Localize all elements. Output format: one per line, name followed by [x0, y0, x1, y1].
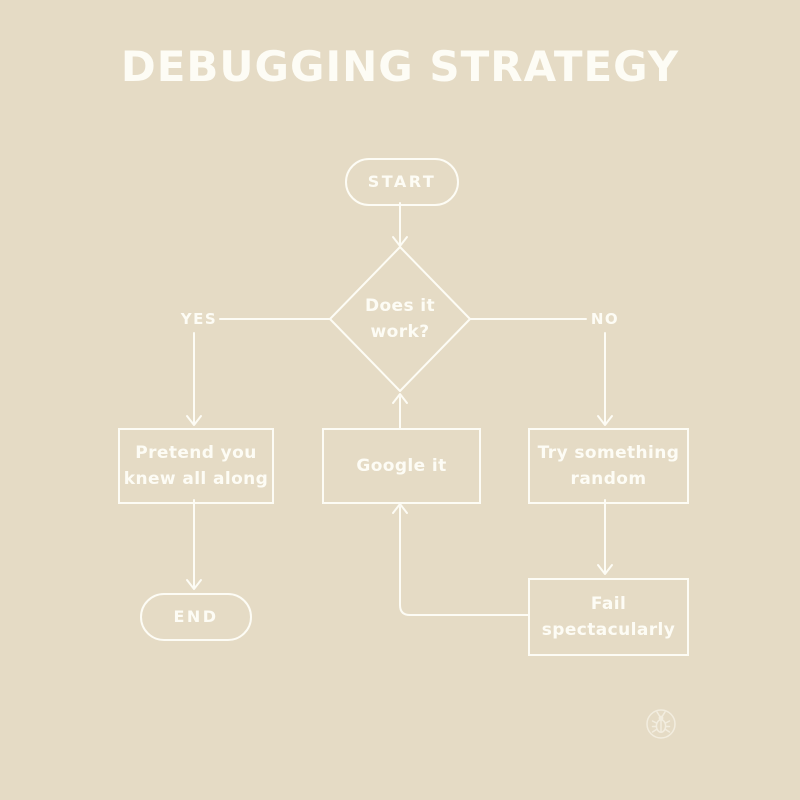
page-title: DEBUGGING STRATEGY: [120, 42, 680, 91]
edge-label-yes: YES: [180, 310, 218, 328]
edge-pretend-end: [186, 499, 202, 590]
decision-diamond-shape: [329, 246, 471, 392]
node-google: Google it: [322, 428, 481, 504]
edge-yes-pretend: [186, 332, 202, 426]
edge-google-decision: [392, 393, 408, 429]
node-decision-label: Does it: [364, 296, 436, 316]
node-end-label: END: [173, 607, 219, 626]
node-random-label: random: [570, 469, 647, 489]
node-decision-label: work?: [370, 322, 430, 342]
edge-random-fail: [597, 499, 613, 575]
node-google-label: Google it: [356, 456, 447, 476]
node-end: END: [140, 593, 252, 641]
edge-start-decision: [392, 202, 408, 247]
node-fail-label: spectacularly: [541, 620, 676, 640]
node-start: START: [345, 158, 459, 206]
bug-icon: [646, 709, 676, 739]
node-decision: Does it work?: [340, 291, 460, 347]
node-random-label: Try something: [537, 443, 680, 463]
edge-fail-google: [392, 503, 529, 616]
node-random: Try something random: [528, 428, 689, 504]
node-pretend: Pretend you knew all along: [118, 428, 274, 504]
node-fail: Fail spectacularly: [528, 578, 689, 656]
node-pretend-label: Pretend you: [135, 443, 257, 463]
node-fail-label: Fail: [590, 594, 627, 614]
node-start-label: START: [367, 172, 437, 191]
node-pretend-label: knew all along: [123, 469, 269, 489]
edge-no-random: [597, 332, 613, 426]
edge-label-no: NO: [590, 310, 620, 328]
